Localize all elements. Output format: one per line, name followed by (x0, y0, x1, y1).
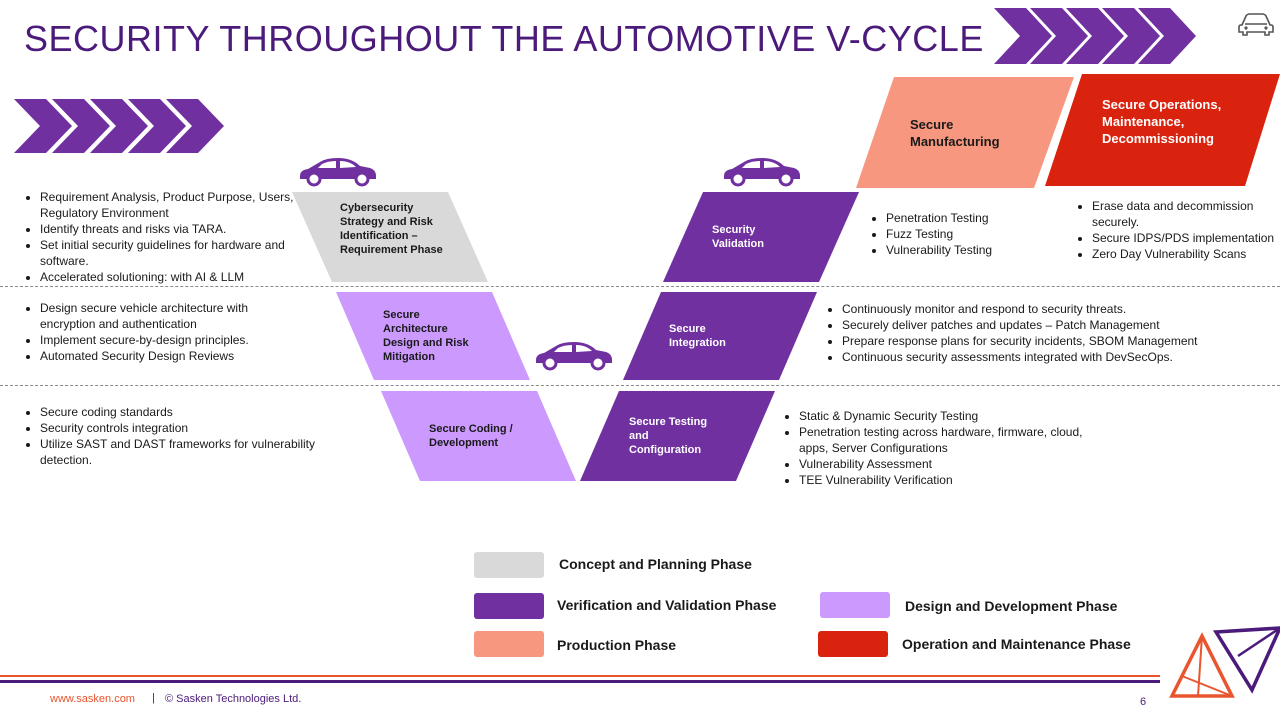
legend-swatch-concept (474, 552, 544, 578)
label-secure-integration: Secure Integration (669, 323, 726, 349)
legend-swatch-production (474, 631, 544, 657)
bullet-item: Set initial security guidelines for hard… (40, 237, 302, 269)
legend-swatch-operation (818, 631, 888, 657)
label-secure-manufacturing: Secure Manufacturing (910, 117, 1000, 149)
bullet-item: Utilize SAST and DAST frameworks for vul… (40, 436, 340, 468)
phase-shape-secure-testing (580, 391, 775, 481)
bullets-coding: Secure coding standards Security control… (22, 404, 340, 468)
bullet-item: Requirement Analysis, Product Purpose, U… (40, 189, 302, 221)
bullets-integration: Continuously monitor and respond to secu… (824, 301, 1262, 365)
bullet-item: Penetration Testing (886, 210, 1056, 226)
bullet-item: Automated Security Design Reviews (40, 348, 302, 364)
car-outline-icon (1238, 13, 1274, 36)
bullet-item: Vulnerability Testing (886, 242, 1056, 258)
bullets-requirement: Requirement Analysis, Product Purpose, U… (22, 189, 302, 285)
bullet-item: TEE Vulnerability Verification (799, 472, 1099, 488)
bullet-item: Vulnerability Assessment (799, 456, 1099, 472)
footer-copyright: © Sasken Technologies Ltd. (165, 693, 302, 705)
bullet-item: Identify threats and risks via TARA. (40, 221, 302, 237)
chevron-arrows-left (14, 99, 224, 153)
page-number: 6 (1140, 696, 1147, 708)
phase-shape-secure-coding (381, 391, 576, 481)
legend-swatch-design (820, 592, 890, 618)
v-cycle-diagram (292, 74, 1280, 481)
bullet-item: Design secure vehicle architecture with … (40, 300, 302, 332)
bullet-item: Prepare response plans for security inci… (842, 333, 1262, 349)
phase-shape-secure-manufacturing (856, 77, 1074, 188)
legend-label-design: Design and Development Phase (905, 598, 1118, 614)
bullet-item: Static & Dynamic Security Testing (799, 408, 1099, 424)
sasken-logo-icon (1169, 626, 1280, 698)
label-secure-architecture: Secure Architecture Design and Risk Miti… (383, 309, 469, 363)
bullets-validation: Penetration Testing Fuzz Testing Vulnera… (868, 210, 1056, 258)
car-icon-requirement (300, 158, 376, 187)
bullet-item: Implement secure-by-design principles. (40, 332, 302, 348)
bullets-testing: Static & Dynamic Security Testing Penetr… (781, 408, 1099, 488)
label-secure-testing: Secure Testing and Configuration (629, 416, 708, 456)
car-icon-integration (536, 342, 612, 371)
footer-separator: | (152, 692, 155, 704)
label-secure-coding: Secure Coding / Development (429, 423, 513, 449)
phase-shape-security-validation (663, 192, 859, 282)
legend-label-concept: Concept and Planning Phase (559, 556, 752, 572)
bullet-item: Secure IDPS/PDS implementation (1092, 230, 1280, 246)
phase-shape-secure-architecture (336, 292, 530, 380)
phase-shape-secure-operations (1045, 74, 1280, 186)
bullet-item: Fuzz Testing (886, 226, 1056, 242)
car-icon-validation (724, 158, 800, 187)
bullets-operations: Erase data and decommission securely. Se… (1074, 198, 1280, 262)
legend-label-production: Production Phase (557, 637, 677, 653)
bullet-item: Secure coding standards (40, 404, 340, 420)
legend-label-verification: Verification and Validation Phase (557, 597, 777, 613)
bullet-item: Continuously monitor and respond to secu… (842, 301, 1262, 317)
label-security-validation: Security Validation (712, 224, 764, 250)
bullet-item: Erase data and decommission securely. (1092, 198, 1280, 230)
chevron-arrows-top (994, 8, 1196, 64)
bullets-architecture: Design secure vehicle architecture with … (22, 300, 302, 364)
footer-website-link[interactable]: www.sasken.com (50, 693, 135, 705)
bullet-item: Security controls integration (40, 420, 340, 436)
row-divider-2 (0, 385, 1280, 386)
phase-shape-secure-integration (623, 292, 817, 380)
legend-label-operation: Operation and Maintenance Phase (902, 636, 1131, 652)
bullet-item: Penetration testing across hardware, fir… (799, 424, 1099, 456)
footer-rule-purple (0, 680, 1160, 683)
footer-rule-orange (0, 675, 1160, 677)
bullet-item: Securely deliver patches and updates – P… (842, 317, 1262, 333)
row-divider-1 (0, 286, 1280, 287)
legend-swatch-verification (474, 593, 544, 619)
label-cybersecurity-strategy: Cybersecurity Strategy and Risk Identifi… (340, 202, 443, 256)
phase-shape-cybersecurity-strategy (292, 192, 488, 282)
bullet-item: Accelerated solutioning: with AI & LLM (40, 269, 302, 285)
label-secure-operations: Secure Operations, Maintenance, Decommis… (1102, 97, 1222, 146)
bullet-item: Zero Day Vulnerability Scans (1092, 246, 1280, 262)
bullet-item: Continuous security assessments integrat… (842, 349, 1262, 365)
page-title: SECURITY THROUGHOUT THE AUTOMOTIVE V-CYC… (24, 18, 984, 59)
